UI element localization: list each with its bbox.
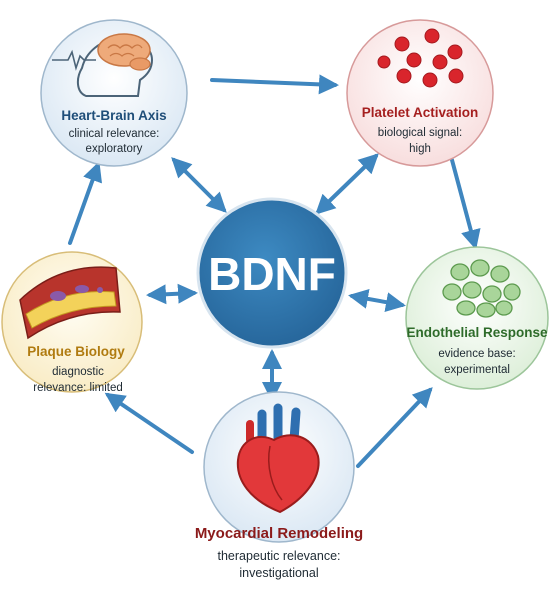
plaque-line-1: diagnostic — [52, 366, 104, 378]
heart-brain-line-1: clinical relevance: — [69, 128, 160, 140]
arrow-center-endothelial — [348, 288, 406, 313]
arrow-heart-brain-to-platelet — [210, 74, 339, 95]
arrow-myocardial-to-endothelial — [356, 387, 433, 468]
myocardial-title: Myocardial Remodeling — [195, 525, 363, 542]
heart-brain-line-2: exploratory — [86, 143, 143, 155]
node-platelet: Platelet Activation biological signal: h… — [346, 19, 494, 167]
platelet-line-2: high — [409, 143, 431, 155]
myocardial-line-1: therapeutic relevance: — [218, 549, 341, 563]
heart-brain-title: Heart-Brain Axis — [61, 108, 166, 123]
platelet-title: Platelet Activation — [362, 105, 479, 120]
heart-icon — [236, 403, 320, 514]
platelet-cells-icon — [377, 28, 464, 88]
endothelial-line-1: evidence base: — [438, 348, 515, 360]
endothelial-cells-icon — [442, 259, 521, 318]
arrow-myocardial-to-plaque — [104, 392, 194, 454]
center-node: BDNF — [196, 197, 348, 349]
node-endothelial: Endothelial Response evidence base: expe… — [405, 246, 549, 390]
endothelial-title: Endothelial Response — [406, 325, 548, 340]
arrow-platelet-to-endothelial — [450, 158, 481, 250]
node-heart-brain: Heart-Brain Axis clinical relevance: exp… — [40, 19, 188, 167]
brain-head-ecg-icon — [52, 33, 154, 97]
center-label: BDNF — [208, 248, 336, 300]
node-plaque: Plaque Biology diagnostic relevance: lim… — [1, 251, 143, 394]
artery-plaque-icon — [19, 266, 121, 340]
myocardial-line-2: investigational — [239, 566, 318, 580]
arrow-center-platelet — [315, 153, 379, 215]
arrows — [68, 74, 481, 468]
arrow-plaque-to-heart-brain — [68, 161, 103, 245]
plaque-title: Plaque Biology — [27, 344, 125, 359]
plaque-line-2: relevance: limited — [33, 382, 122, 394]
node-myocardial: Myocardial Remodeling therapeutic releva… — [195, 391, 363, 580]
platelet-line-1: biological signal: — [378, 127, 462, 139]
endothelial-line-2: experimental — [444, 364, 510, 376]
arrow-center-heart-brain — [171, 157, 227, 213]
arrow-center-plaque — [146, 283, 198, 305]
